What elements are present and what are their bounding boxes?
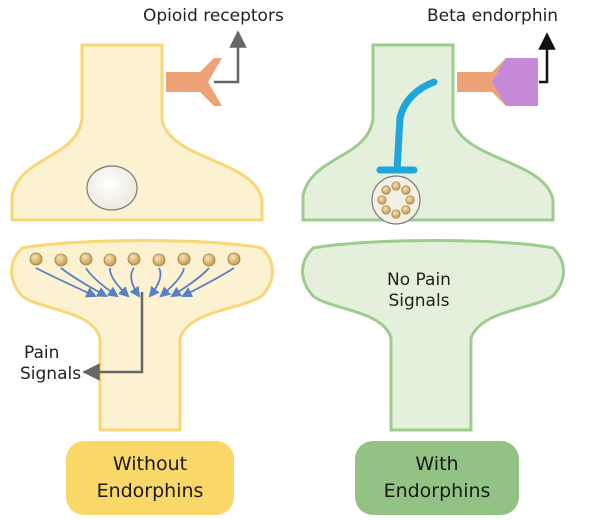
pain-signals-label-line1: Pain [24,343,60,363]
no-pain-label-line2: Signals [388,291,450,311]
without-endorphins-caption-line2: Endorphins [96,480,204,502]
beta-endorphin-callout-arrow [538,32,556,84]
pain-signal-arrow [35,267,97,298]
pain-signals-label: Pain Signals [20,343,81,385]
no-pain-signals-label: No Pain Signals [372,270,466,312]
pain-signal-arrow [170,267,210,298]
right-postsynaptic-neuron [301,239,565,432]
opioid-receptors-callout-arrow [214,30,247,84]
beta-endorphin-label: Beta endorphin [427,6,559,26]
pain-signal-arrow [148,267,162,298]
released-vesicle [202,253,216,267]
inhibition-pathway [393,78,438,174]
released-vesicle [152,253,166,267]
without-endorphins-caption-line1: Without [112,453,188,475]
released-vesicle [103,253,117,267]
left-opioid-receptor [166,58,222,106]
left-released-vesicles [29,252,241,267]
released-vesicle [127,252,141,266]
released-vesicle [177,252,191,266]
pain-signal-arrow [181,267,235,297]
pain-signal-arrow [85,267,119,298]
right-presynaptic-terminal [301,43,555,222]
released-vesicle [79,252,93,266]
left-pain-signal-arrows [35,267,235,298]
stored-vesicle [381,185,391,195]
released-vesicle [54,253,68,267]
released-vesicle [29,252,43,266]
no-pain-label-line1: No Pain [387,270,451,290]
without-endorphins-caption: Without Endorphins [66,441,234,515]
right-stored-vesicles [377,181,415,219]
stored-vesicle [391,209,401,219]
left-synaptic-vesicle-cluster [86,165,138,211]
released-vesicle [227,252,241,266]
left-presynaptic-terminal [10,43,264,222]
opioid-receptors-label: Opioid receptors [143,6,284,26]
stored-vesicle [377,195,387,205]
pain-signal-arrow [109,267,130,298]
stored-vesicle [401,185,411,195]
beta-endorphin-molecule [492,58,538,106]
pain-signal-arrow [60,267,108,298]
stored-vesicle [381,205,391,215]
stored-vesicle [401,205,411,215]
with-endorphins-caption-line1: With [415,453,459,475]
pain-signals-label-line2: Signals [20,364,82,384]
pain-signal-arrow [129,267,141,298]
pain-signal-arrow [159,267,185,298]
stored-vesicle [405,195,415,205]
stored-vesicle [391,181,401,191]
pain-signals-callout-arrow [82,292,144,381]
with-endorphins-caption-line2: Endorphins [383,480,491,502]
with-endorphins-caption: With Endorphins [355,441,519,515]
